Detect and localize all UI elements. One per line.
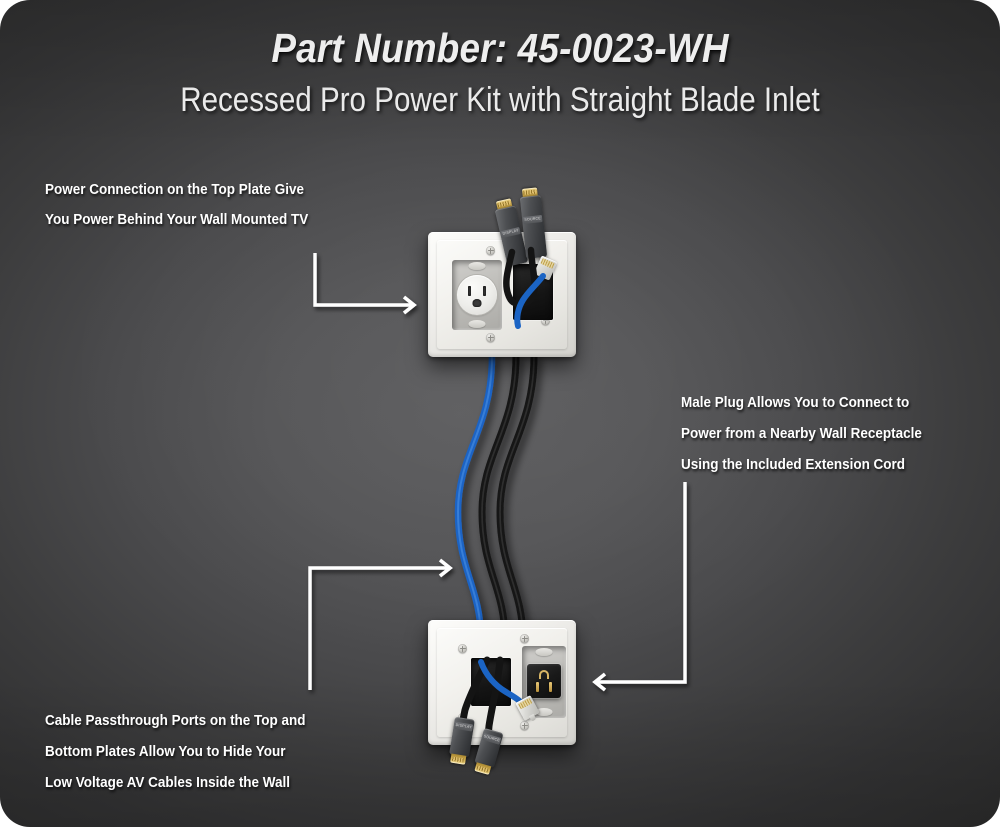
callout-cable-passthrough: Cable Passthrough Ports on the Top and B… <box>45 706 325 799</box>
recessed-top-wall-plate <box>428 232 576 357</box>
screw-icon <box>486 246 495 255</box>
well-notch <box>535 648 553 656</box>
arrow-top-plate-power <box>313 253 417 315</box>
callout-line: You Power Behind Your Wall Mounted TV <box>45 212 309 228</box>
page-title: Part Number: 45-0023-WH <box>271 25 729 71</box>
callout-line: Power from a Nearby Wall Receptacle <box>681 426 922 442</box>
callout-line: Power Connection on the Top Plate Give <box>45 182 304 198</box>
callout-male-plug: Male Plug Allows You to Connect to Power… <box>681 388 940 481</box>
well-notch <box>468 262 486 270</box>
callout-line: Cable Passthrough Ports on the Top and <box>45 713 306 729</box>
screw-icon <box>520 721 529 730</box>
well-notch <box>468 320 486 328</box>
callout-line: Male Plug Allows You to Connect to <box>681 395 910 411</box>
callout-line: Bottom Plates Allow You to Hide Your <box>45 744 286 760</box>
screw-icon <box>486 333 495 342</box>
callout-top-plate-power: Power Connection on the Top Plate Give Y… <box>45 175 328 235</box>
outlet-slot <box>483 286 486 296</box>
cable-passthrough-port <box>471 658 511 706</box>
outlet-ground-pin <box>472 299 482 307</box>
ac-outlet-recess-well <box>452 260 502 330</box>
inlet-blade <box>549 682 552 692</box>
hdmi-connector-display-bottom: DISPLAY <box>449 716 475 765</box>
callout-line: Using the Included Extension Cord <box>681 457 906 473</box>
outlet-slot <box>468 286 471 296</box>
well-notch <box>535 708 553 716</box>
screw-icon <box>520 634 529 643</box>
arrow-male-plug <box>592 482 687 692</box>
screw-icon <box>458 644 467 653</box>
hdmi-gold-tip <box>450 753 467 765</box>
straight-blade-male-inlet <box>527 664 561 698</box>
ac-outlet-receptacle <box>457 275 497 315</box>
recessed-bottom-wall-plate <box>428 620 576 745</box>
inlet-ground-pin <box>539 670 549 679</box>
inlet-blade <box>536 682 539 692</box>
callout-line: Low Voltage AV Cables Inside the Wall <box>45 775 291 791</box>
page-subtitle: Recessed Pro Power Kit with Straight Bla… <box>180 81 820 119</box>
